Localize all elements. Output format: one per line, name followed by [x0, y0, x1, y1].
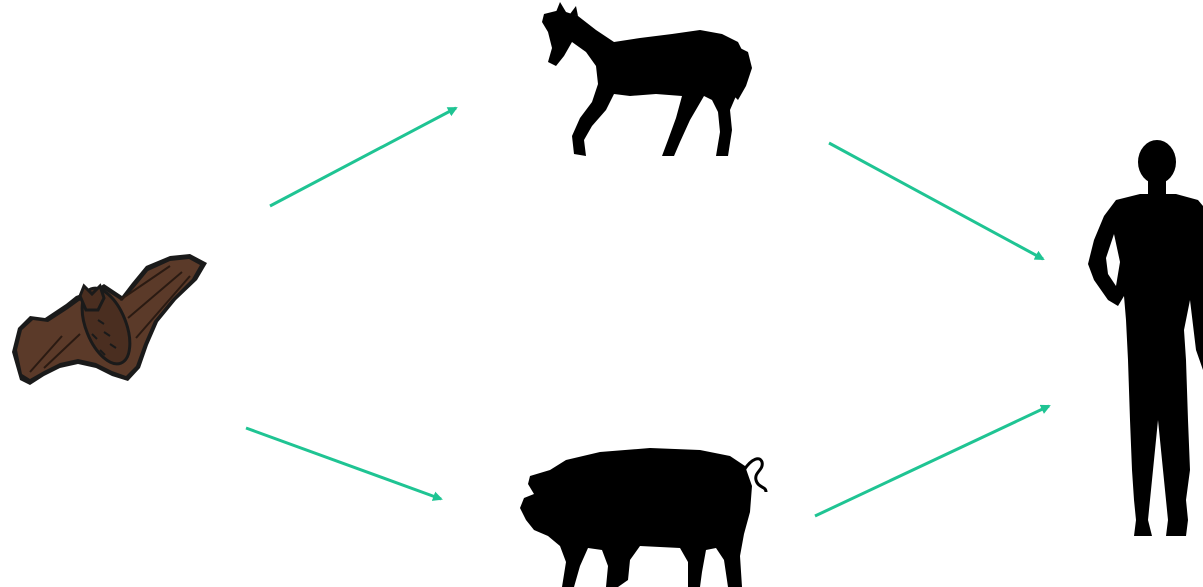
bat-wing-ribs	[29, 265, 191, 373]
bat-icon	[12, 254, 207, 385]
horse-silhouette-icon	[542, 2, 752, 156]
pig-body	[520, 448, 752, 587]
arrow-pig-to-human	[814, 404, 1051, 518]
horse-tail	[732, 46, 752, 100]
human-body	[1088, 194, 1203, 536]
human-head	[1138, 140, 1176, 184]
arrow-bat-to-horse	[269, 106, 458, 208]
human-arm-gap	[1106, 234, 1120, 286]
pig-silhouette-icon	[520, 448, 768, 587]
pig-tail	[742, 457, 768, 493]
horse-ears	[556, 2, 578, 16]
bat-fur-detail	[91, 319, 117, 356]
arrow-bat-to-pig	[245, 426, 443, 501]
human-silhouette-icon	[1088, 140, 1203, 536]
arrow-horse-to-human	[828, 141, 1045, 261]
human-neck	[1148, 180, 1166, 196]
arrows	[245, 106, 1051, 518]
pig-ear	[536, 470, 566, 494]
horse-body	[542, 10, 746, 156]
bat-head	[78, 283, 106, 312]
